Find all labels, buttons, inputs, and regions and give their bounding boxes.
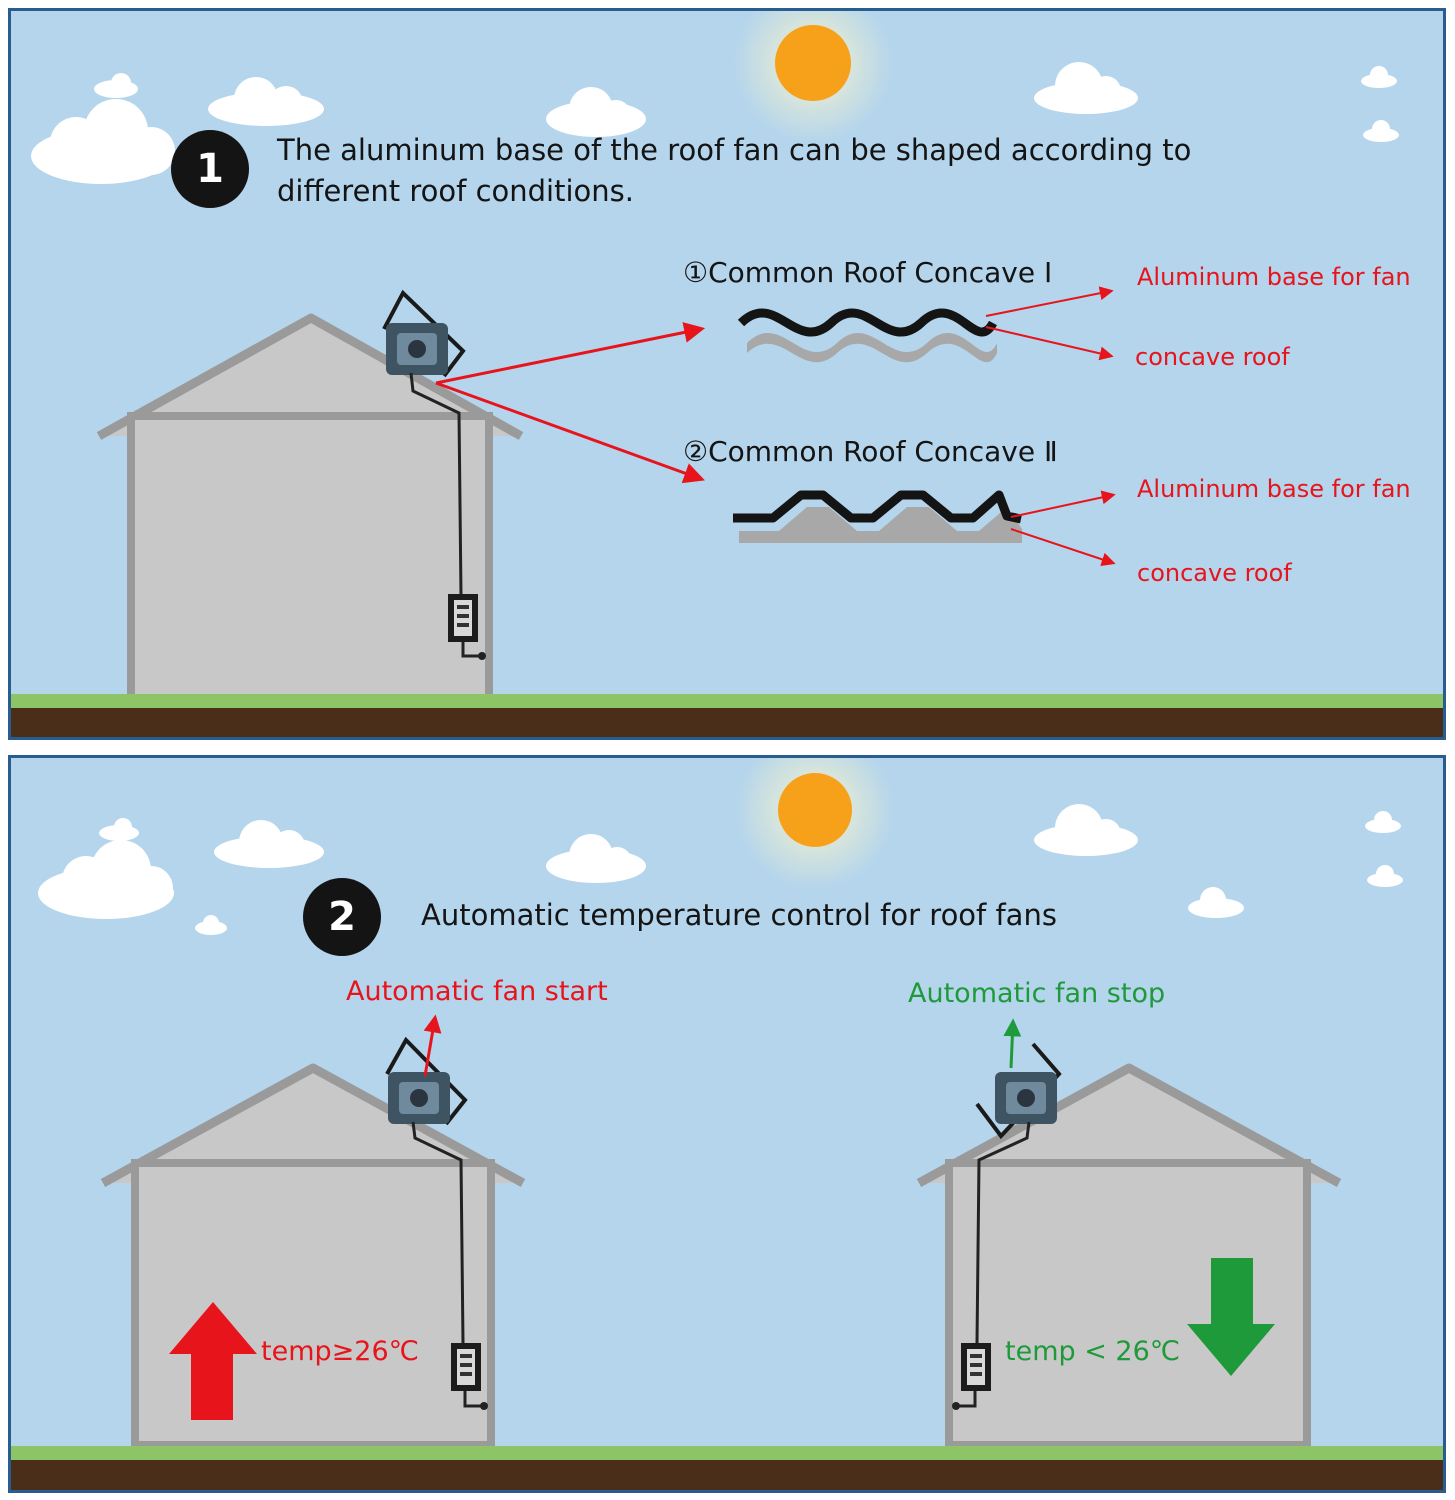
grass-strip: [11, 1446, 1443, 1460]
sun-icon: [735, 758, 895, 890]
cloud-icon: [546, 834, 646, 883]
thermostat-controller-icon: [448, 594, 478, 642]
step-badge-1: 1: [171, 130, 249, 208]
heading: Automatic temperature control for roof f…: [421, 898, 1057, 932]
cloud-icon: [1361, 66, 1397, 88]
cloud-icon: [31, 99, 175, 184]
cloud-icon: [546, 87, 646, 137]
roof1-base-label: Aluminum base for fan: [1137, 263, 1411, 291]
cloud-icon: [1365, 811, 1401, 833]
roof-fan-icon: [382, 289, 466, 378]
roof2-base-label: Aluminum base for fan: [1137, 475, 1411, 503]
cloud-icon: [1188, 887, 1244, 918]
house: [96, 313, 524, 702]
panel-roof-shapes: 1 The aluminum base of the roof fan can …: [8, 8, 1446, 740]
roof2-title: ②Common Roof Concave Ⅱ: [683, 435, 1058, 468]
arrow-base-label-1: [985, 286, 1114, 317]
roof1-roof-label: concave roof: [1135, 343, 1290, 371]
arrow-roof-label-2: [1010, 528, 1116, 567]
roof-fan-icon: [975, 1042, 1062, 1140]
cloud-icon: [1034, 804, 1138, 856]
arrow-down-icon: [1187, 1258, 1275, 1376]
roof-profile-concave-2: [733, 490, 1022, 543]
thermostat-controller-icon: [451, 1343, 481, 1391]
cloud-icon: [208, 77, 324, 126]
grass-strip: [11, 694, 1443, 708]
sun-icon: [733, 11, 893, 143]
cloud-icon: [1034, 62, 1138, 114]
fan-start-label: Automatic fan start: [346, 976, 608, 1007]
roof2-roof-label: concave roof: [1137, 559, 1292, 587]
cloud-icon: [99, 818, 139, 841]
soil-strip: [11, 1460, 1443, 1490]
fan-airflow-up-red: [423, 1014, 442, 1077]
cloud-icon: [94, 73, 138, 98]
arrow-to-roof2: [435, 381, 705, 484]
scene-temperature-control: [38, 758, 1403, 1449]
cloud-icon: [38, 840, 174, 919]
cloud-icon: [1363, 120, 1399, 142]
arrow-up-icon: [169, 1302, 257, 1420]
heading-line-1: The aluminum base of the roof fan can be…: [277, 133, 1192, 167]
arrow-base-label-2: [1010, 490, 1116, 518]
fan-airflow-up-green: [1003, 1018, 1022, 1069]
arrow-to-roof1: [435, 322, 706, 385]
cloud-icon: [1367, 865, 1403, 887]
temp-high-label: temp≥26℃: [261, 1336, 419, 1367]
thermostat-controller-icon: [961, 1343, 991, 1391]
cloud-icon: [195, 915, 227, 935]
heading-line-2: different roof conditions.: [277, 174, 634, 208]
arrow-roof-label-1: [985, 326, 1114, 361]
roof-profile-concave-1: [737, 308, 997, 363]
roof1-title: ①Common Roof Concave Ⅰ: [683, 256, 1053, 289]
temp-low-label: temp < 26℃: [1005, 1336, 1181, 1367]
scene-roof-shapes: [31, 11, 1399, 702]
panel-temperature-control: 2 Automatic temperature control for roof…: [8, 755, 1446, 1493]
roof-fan-icon: [385, 1036, 468, 1126]
soil-strip: [11, 708, 1443, 737]
cloud-icon: [214, 820, 324, 868]
step-badge-2: 2: [303, 878, 381, 956]
fan-stop-label: Automatic fan stop: [908, 978, 1166, 1009]
